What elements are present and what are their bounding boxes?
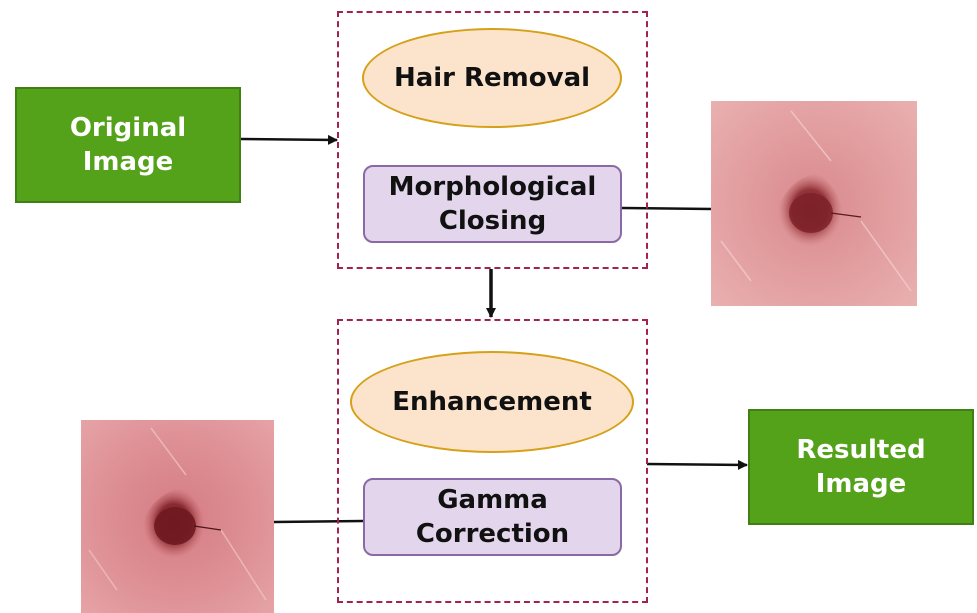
hair-removed-lesion-image: [711, 101, 917, 306]
enhancement-label: Enhancement: [392, 387, 592, 417]
resulted-image-node: Resulted Image: [748, 409, 974, 525]
original-image-label-line1: Original: [70, 111, 186, 145]
resulted-image-label-line2: Image: [816, 467, 907, 501]
enhancement-ellipse: Enhancement: [350, 351, 634, 453]
original-image-label-line2: Image: [83, 145, 174, 179]
enhanced-lesion-image: [81, 420, 274, 613]
morphological-closing-box: Morphological Closing: [363, 165, 622, 243]
gamma-correction-line1: Gamma: [437, 483, 548, 517]
morphological-closing-line2: Closing: [439, 204, 546, 238]
hair-removal-label: Hair Removal: [394, 63, 590, 93]
morphological-closing-line1: Morphological: [389, 170, 597, 204]
gamma-correction-line2: Correction: [416, 517, 569, 551]
resulted-image-label-line1: Resulted: [796, 433, 925, 467]
arrow-enhancement-to-result: [647, 464, 747, 465]
original-image-node: Original Image: [15, 87, 241, 203]
gamma-correction-box: Gamma Correction: [363, 478, 622, 556]
arrow-original-to-preprocessing: [241, 139, 337, 140]
hair-removal-ellipse: Hair Removal: [362, 28, 622, 128]
